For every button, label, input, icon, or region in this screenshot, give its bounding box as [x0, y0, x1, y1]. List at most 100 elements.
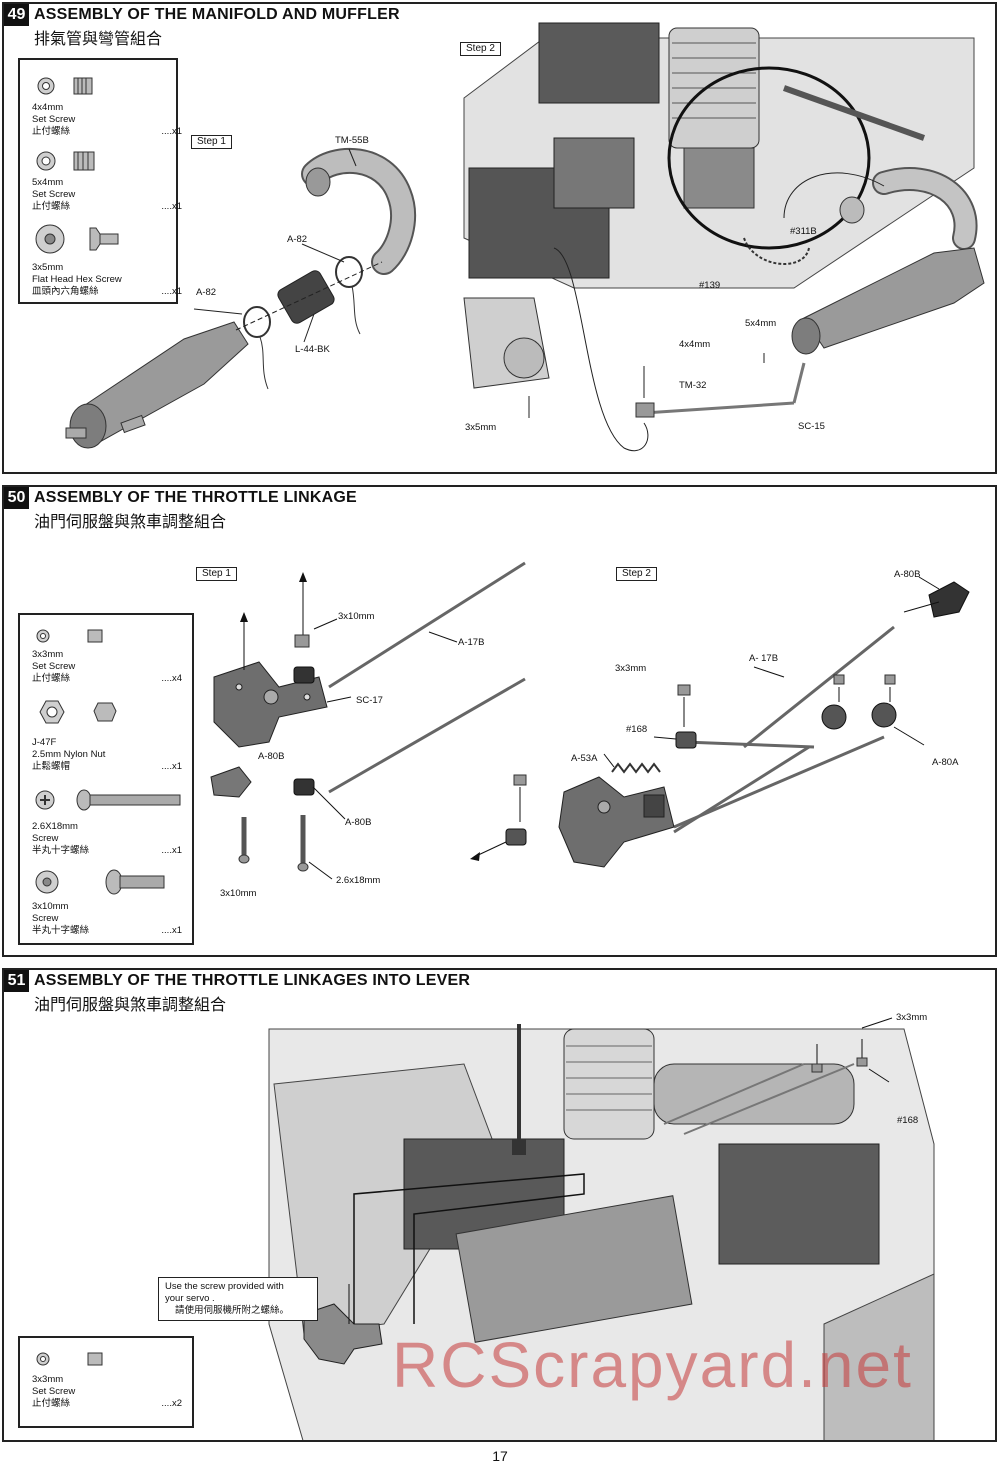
part-item: 4x4mm Set Screw 止付螺絲 ....x1	[32, 102, 182, 138]
part-item: 3x5mm Flat Head Hex Screw 皿頭內六角螺絲 ....x1	[32, 262, 182, 298]
part-size: 3x5mm	[32, 262, 64, 273]
part-size: 4x4mm	[32, 102, 64, 113]
part-label-a17b-step1: A-17B	[458, 637, 485, 648]
part-name-zh: 止付螺絲	[32, 673, 71, 684]
part-name-zh: 半丸十字螺絲	[32, 925, 90, 936]
section-51-subtitle: 油門伺服盤與煞車調整組合	[34, 995, 227, 1014]
part-size: J-47F	[32, 737, 57, 748]
part-label-a80a: A-80A	[932, 757, 959, 768]
part-label-4x4mm: 4x4mm	[679, 339, 711, 350]
part-name: Flat Head Hex Screw	[32, 274, 122, 285]
part-name: Set Screw	[32, 661, 76, 672]
part-name: Set Screw	[32, 1386, 76, 1397]
phillips-screw-icon	[35, 869, 165, 895]
section-51: 51 ASSEMBLY OF THE THROTTLE LINKAGES INT…	[2, 968, 997, 1442]
section-49-subtitle: 排氣管與彎管組合	[34, 29, 163, 48]
part-item: J-47F 2.5mm Nylon Nut 止鬆螺帽 ....x1	[32, 737, 182, 773]
part-qty: ....x1	[161, 845, 182, 856]
phillips-screw-icon	[35, 789, 181, 811]
part-label-l44bk: L-44-BK	[295, 344, 330, 355]
part-qty: ....x2	[161, 1398, 182, 1409]
part-label-sc17: SC-17	[356, 695, 383, 706]
throttle-linkage-step1-diagram	[210, 561, 526, 880]
part-label-3x3mm: 3x3mm	[615, 663, 647, 674]
part-name: Set Screw	[32, 189, 76, 200]
part-label-168: #168	[897, 1115, 919, 1126]
step-number-50: 50	[4, 487, 29, 509]
part-label-a17b-step2: A- 17B	[749, 653, 779, 664]
throttle-linkage-step2-diagram	[470, 576, 970, 868]
step-number-51: 51	[4, 970, 29, 992]
part-label-3x5mm: 3x5mm	[465, 422, 497, 433]
part-qty: ....x1	[161, 286, 182, 297]
parts-list-51: 3x3mm Set Screw 止付螺絲 ....x2	[18, 1336, 194, 1428]
part-name: Set Screw	[32, 114, 76, 125]
part-qty: ....x1	[161, 925, 182, 936]
flat-head-screw-icon	[35, 224, 119, 254]
part-name-zh: 半丸十字螺絲	[32, 845, 90, 856]
part-label-3x10mm-top: 3x10mm	[338, 611, 375, 622]
part-name-zh: 止付螺絲	[32, 201, 71, 212]
step-1-label: Step 1	[191, 135, 232, 149]
part-label-a82-left: A-82	[196, 287, 217, 298]
note-line-1: Use the screw provided with	[165, 1281, 284, 1292]
part-label-tm55b: TM-55B	[335, 135, 369, 146]
set-screw-icon	[36, 151, 95, 171]
part-name: Screw	[32, 913, 59, 924]
part-qty: ....x1	[161, 201, 182, 212]
servo-screw-note: Use the screw provided with your servo .…	[158, 1277, 318, 1321]
section-50: 50 ASSEMBLY OF THE THROTTLE LINKAGE 油門伺服…	[2, 485, 997, 957]
set-screw-icon	[37, 77, 93, 95]
part-size: 3x10mm	[32, 901, 69, 912]
step-1-label: Step 1	[196, 567, 237, 581]
step-number-49: 49	[4, 4, 29, 26]
part-label-2-6x18mm: 2.6x18mm	[336, 875, 381, 886]
part-label-a53a: A-53A	[571, 753, 598, 764]
part-label-a82-top: A-82	[287, 234, 308, 245]
part-name-zh: 皿頭內六角螺絲	[32, 286, 99, 297]
chassis-step2-diagram	[463, 22, 985, 451]
part-name-zh: 止付螺絲	[32, 1398, 71, 1409]
part-label-311b: #311B	[790, 226, 817, 237]
part-size: 5x4mm	[32, 177, 64, 188]
parts-list-49: 4x4mm Set Screw 止付螺絲 ....x1 5x4mm Set Sc…	[18, 58, 182, 304]
part-label-168: #168	[626, 724, 648, 735]
muffler-exploded-diagram	[65, 147, 416, 449]
part-item: 2.6X18mm Screw 半丸十字螺絲 ....x1	[32, 821, 182, 857]
part-qty: ....x1	[161, 761, 182, 772]
part-qty: ....x1	[161, 126, 182, 137]
part-qty: ....x4	[161, 673, 182, 684]
part-label-a80b-2: A-80B	[345, 817, 372, 828]
part-label-5x4mm: 5x4mm	[745, 318, 777, 329]
part-item: 3x10mm Screw 半丸十字螺絲 ....x1	[32, 901, 182, 937]
part-name: 2.5mm Nylon Nut	[32, 749, 106, 760]
watermark: RCScrapyard.net	[392, 1329, 913, 1401]
part-label-3x10mm-bottom: 3x10mm	[220, 888, 257, 899]
part-label-tm32: TM-32	[679, 380, 707, 391]
part-label-a80b-3: A-80B	[894, 569, 921, 580]
part-name: Screw	[32, 833, 59, 844]
part-label-3x3mm: 3x3mm	[896, 1012, 928, 1023]
part-item: 3x3mm Set Screw 止付螺絲 ....x4	[32, 649, 182, 685]
part-name-zh: 止付螺絲	[32, 126, 71, 137]
part-size: 3x3mm	[32, 649, 64, 660]
section-51-title: ASSEMBLY OF THE THROTTLE LINKAGES INTO L…	[34, 972, 471, 989]
part-label-139: #139	[699, 280, 721, 291]
note-line-2: your servo .	[165, 1293, 215, 1304]
part-name-zh: 止鬆螺帽	[32, 761, 71, 772]
part-size: 3x3mm	[32, 1374, 64, 1385]
part-label-a80b-1: A-80B	[258, 751, 285, 762]
set-screw-icon	[36, 629, 103, 643]
section-49-title: ASSEMBLY OF THE MANIFOLD AND MUFFLER	[34, 6, 400, 23]
set-screw-icon	[36, 1352, 103, 1366]
nylon-nut-icon	[39, 700, 117, 724]
part-size: 2.6X18mm	[32, 821, 78, 832]
parts-list-50: 3x3mm Set Screw 止付螺絲 ....x4 J-47F 2.5mm …	[18, 613, 194, 945]
section-50-title: ASSEMBLY OF THE THROTTLE LINKAGE	[34, 489, 357, 506]
step-2-label: Step 2	[460, 42, 501, 56]
note-line-3: 請使用伺服機所附之螺絲。	[175, 1305, 290, 1316]
step-2-label: Step 2	[616, 567, 657, 581]
chassis-linkage-diagram	[268, 1017, 935, 1440]
part-item: 3x3mm Set Screw 止付螺絲 ....x2	[32, 1374, 182, 1410]
page-number: 17	[492, 1448, 508, 1464]
